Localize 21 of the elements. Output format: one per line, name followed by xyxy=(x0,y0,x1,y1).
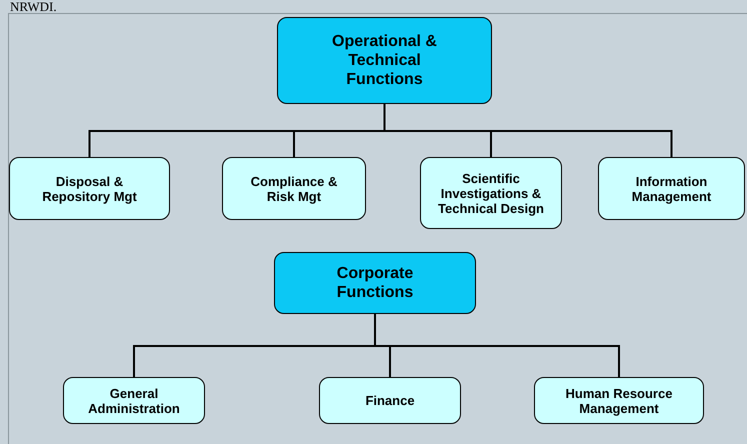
box-label: Disposal & Repository Mgt xyxy=(41,174,138,204)
box-label: Operational & Technical Functions xyxy=(331,32,438,89)
connector-line xyxy=(374,314,620,377)
unit-box xyxy=(9,157,170,220)
box-label: Information Management xyxy=(630,174,712,204)
box-label: Finance xyxy=(365,393,415,408)
box-label: Human Resource Management xyxy=(564,386,674,416)
box-label: Compliance & Risk Mgt xyxy=(250,174,338,204)
function-group-box xyxy=(277,17,492,104)
unit-box xyxy=(222,157,366,220)
unit-box xyxy=(598,157,745,220)
connector-line xyxy=(384,104,672,157)
unit-box xyxy=(63,377,205,424)
box-label: Corporate Functions xyxy=(336,264,414,302)
unit-box xyxy=(534,377,704,424)
unit-box xyxy=(420,157,562,229)
unit-box xyxy=(319,377,461,424)
function-group-box xyxy=(274,252,476,314)
box-label: Scientific Investigations & Technical Design xyxy=(437,170,545,216)
page-heading-text: NRWDI. xyxy=(10,0,57,14)
box-label: General Administration xyxy=(87,386,181,416)
